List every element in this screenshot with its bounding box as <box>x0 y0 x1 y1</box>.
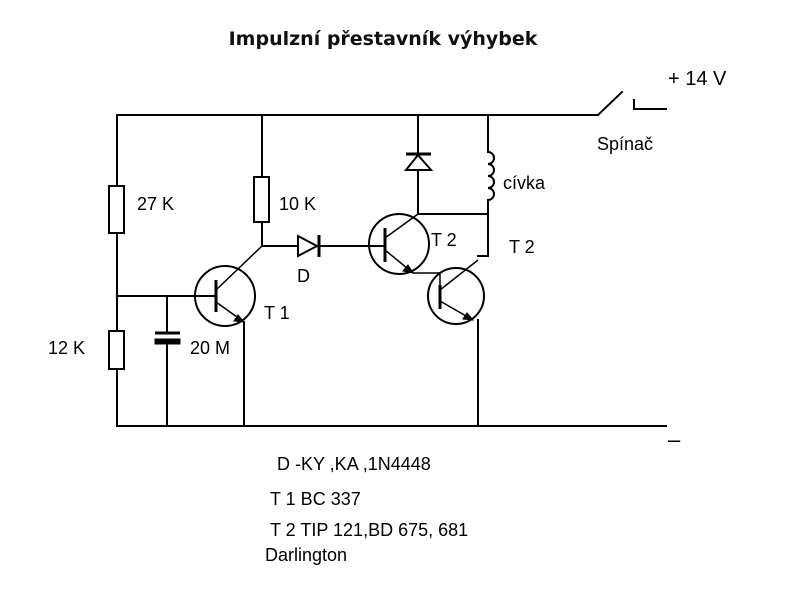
divider-branch <box>108 114 217 427</box>
resistor-12k <box>108 330 125 370</box>
resistor-12k-label: 12 K <box>48 338 85 358</box>
note-darlington: Darlington <box>265 545 347 565</box>
coil-branch <box>403 114 495 257</box>
transistor-t2-label-a: T 2 <box>431 230 457 250</box>
transistor-t1 <box>194 245 263 427</box>
transistor-t2-input <box>368 213 430 275</box>
transistor-t1-label: T 1 <box>264 303 290 323</box>
resistor-27k-label: 27 K <box>137 194 174 214</box>
resistor-10k-label: 10 K <box>279 194 316 214</box>
coil-winding <box>486 150 495 202</box>
diode-d-label: D <box>297 266 310 286</box>
resistor-10k-branch <box>253 114 299 247</box>
diode-d <box>297 234 386 258</box>
diagram-title: Impulzní přestavník výhybek <box>229 28 538 50</box>
capacitor-20m <box>154 295 181 427</box>
switch-label: Spínač <box>597 134 653 154</box>
resistor-10k <box>253 176 270 223</box>
coil-label: cívka <box>503 173 546 193</box>
capacitor-20m-label: 20 M <box>190 338 230 358</box>
note-t1: T 1 BC 337 <box>270 489 361 509</box>
supply-plus-label: + 14 V <box>668 68 727 90</box>
positive-rail <box>116 90 667 117</box>
note-t2: T 2 TIP 121,BD 675, 681 <box>270 520 468 540</box>
note-diode: D -KY ,KA ,1N4448 <box>277 454 431 474</box>
minus-label: – <box>668 427 681 452</box>
resistor-27k <box>108 185 125 234</box>
transistor-t2-output <box>413 259 485 427</box>
transistor-t2-label-b: T 2 <box>509 237 535 257</box>
component-notes: D -KY ,KA ,1N4448 T 1 BC 337 T 2 TIP 121… <box>265 454 468 565</box>
